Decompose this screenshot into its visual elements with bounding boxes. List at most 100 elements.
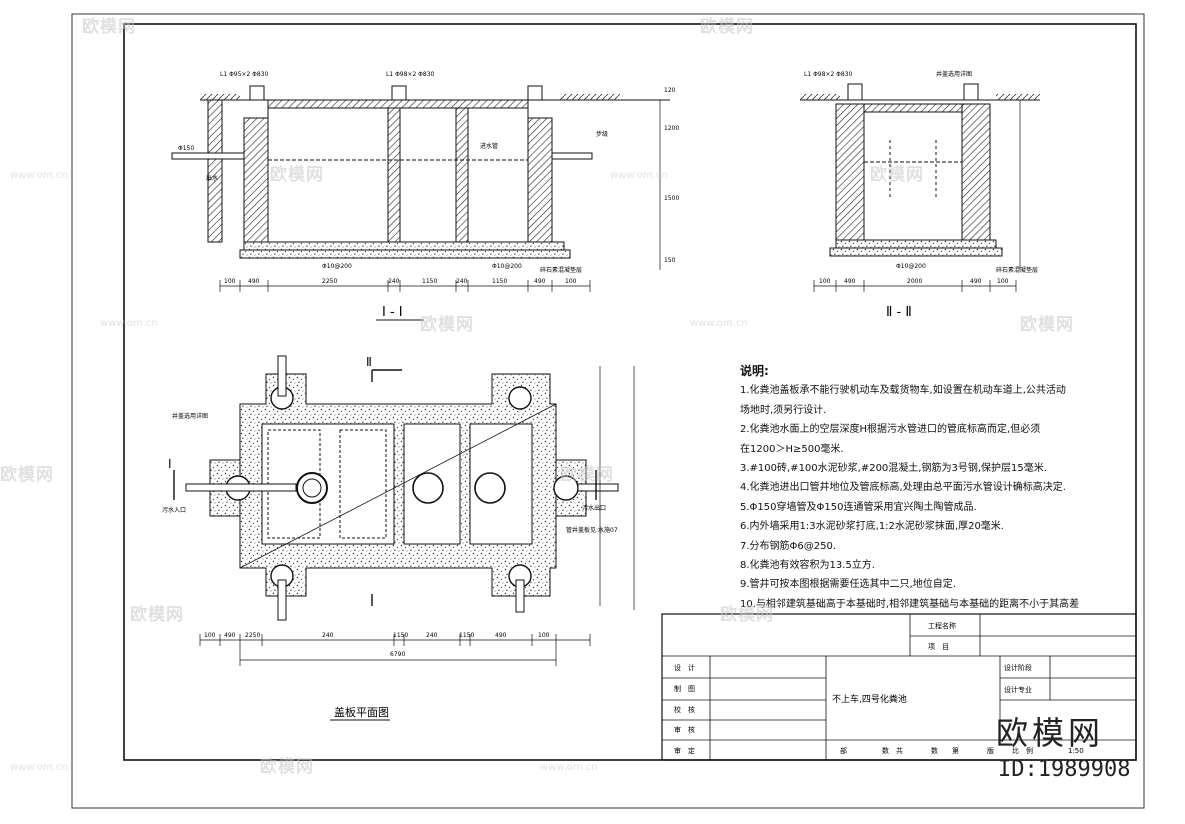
dim-label: 240 <box>426 632 438 639</box>
rebar-2: Φ10@200 <box>492 263 522 270</box>
note-line: 在1200＞H≥500毫米. <box>740 443 844 455</box>
dim-label: 100 <box>997 278 1009 285</box>
note-line: 5.Φ150穿墙管及Φ150连通管采用宜兴陶土陶管成品. <box>740 501 977 513</box>
lid-ref-3: L1 Φ98×2 Φ830 <box>804 71 853 78</box>
watermark: 欧模网 <box>870 165 924 185</box>
manhole-detail-1: 井盖选用详图 <box>936 70 972 78</box>
dim-label: 490 <box>224 632 236 639</box>
section-2-drawing <box>800 83 1040 292</box>
elev-2: 1500 <box>664 195 679 202</box>
note-line: 10.与相邻建筑基础高于本基础时,相邻建筑基础与本基础的距离不小于其高差 <box>740 598 1080 610</box>
note-line: 8.化粪池有效容积为13.5立方. <box>740 560 875 572</box>
inner-frame <box>123 23 1137 761</box>
dim-label: 1150 <box>459 632 474 639</box>
watermark-url: www.om.cn <box>10 762 68 773</box>
watermark-url: www.om.cn <box>540 762 598 773</box>
watermark: 欧模网 <box>1020 315 1074 335</box>
rebar-1: Φ10@200 <box>322 263 352 270</box>
watermark-url: www.om.cn <box>100 318 158 329</box>
note-line: 场地时,须另行设计. <box>740 404 827 416</box>
manhole-detail-2: 井盖选用详图 <box>172 412 208 420</box>
dim-label: 100 <box>565 278 577 285</box>
brand-id: ID:1989908 <box>998 757 1131 782</box>
plan-drawing <box>173 355 635 666</box>
title-block-rows: 设 计制 图校 核审 核审 定 <box>674 663 695 755</box>
title-block-footer-cell: 共 数 <box>896 746 938 755</box>
title-block-footer-cell: 1:50 <box>1068 747 1084 755</box>
lid-ref-2: L1 Φ98×2 Φ830 <box>386 71 435 78</box>
dim-label: 240 <box>388 278 400 285</box>
outlet-plan-label: 污水出口 <box>582 504 606 512</box>
notes-title: 说明: <box>740 364 769 378</box>
step-label: 步级 <box>596 130 608 138</box>
elev-top: 120 <box>664 87 676 94</box>
watermark: 欧模网 <box>700 17 754 37</box>
outer-frame <box>71 13 1145 809</box>
dim-label: 2250 <box>322 278 337 285</box>
title-block-footer-cell: 第 版 <box>952 746 994 755</box>
dim-label: 1150 <box>422 278 437 285</box>
watermark-url: www.om.cn <box>610 170 668 181</box>
note-line: 2.化粪池水面上的空层深度H根据污水管进口的管底标高而定,但必须 <box>740 424 1041 436</box>
note-line: 6.内外墙采用1:3水泥砂浆打底,1:2水泥砂浆抹面,厚20毫米. <box>740 521 1004 533</box>
dim-label: 100 <box>224 278 236 285</box>
title-block-row-label: 设 计 <box>674 663 695 672</box>
watermark-url: www.om.cn <box>690 318 748 329</box>
title-block-row-label: 校 核 <box>674 705 695 714</box>
watermark: 欧模网 <box>260 757 314 777</box>
note-line: 3.#100砖,#100水泥砂浆,#200混凝土,钢筋为3号钢,保护层15毫米. <box>740 463 1047 475</box>
project-name-label: 工程名称 <box>928 621 956 630</box>
rebar-3: Φ10@200 <box>896 263 926 270</box>
title-block-footer-cell: 比 例 <box>1012 746 1033 755</box>
watermark: 欧模网 <box>0 465 54 485</box>
plan-note: 管井盖板见:水施07 <box>566 526 618 534</box>
watermark: 欧模网 <box>82 17 136 37</box>
plan-title: 盖板平面图 <box>334 705 389 719</box>
design-major-label: 设计专业 <box>1004 685 1032 694</box>
section-2-label: Ⅱ - Ⅱ <box>886 305 912 320</box>
note-line: 4.化粪池进出口管井地位及管底标高,处理由总平面污水管设计确标高决定. <box>740 482 1066 494</box>
elev-1: 1200 <box>664 125 679 132</box>
inlet-plan-label: 污水入口 <box>162 506 186 514</box>
drawing-title: 不上车,四号化粪池 <box>832 693 907 705</box>
lid-ref-1: L1 Φ95×2 Φ830 <box>220 71 269 78</box>
dim-label: 100 <box>204 632 216 639</box>
watermark-url: www.om.cn <box>10 170 68 181</box>
dim-label: 1150 <box>393 632 408 639</box>
title-block-footer-cell: 部 数 <box>840 746 889 755</box>
plan-total-dim: 6790 <box>390 651 405 658</box>
watermark: 欧模网 <box>560 465 614 485</box>
connector-label: 进水管 <box>480 142 498 150</box>
title-block-footer: 部 数共 数 第 版 比 例 1:50 <box>840 746 1084 755</box>
watermark: 欧模网 <box>420 315 474 335</box>
bottom-note-1: 碎石素混凝垫层 <box>540 266 582 274</box>
note-line: 9.管井可按本图根据需要任选其中二只,地位自定. <box>740 579 956 591</box>
title-block-row-label: 审 核 <box>674 725 695 734</box>
dim-label: 2250 <box>245 632 260 639</box>
dim-label: 100 <box>538 632 550 639</box>
title-block <box>661 613 1137 761</box>
dim-label: 490 <box>970 278 982 285</box>
title-block-row-label: 审 定 <box>674 746 695 755</box>
dim-label: 490 <box>248 278 260 285</box>
elev-3: 150 <box>664 257 676 264</box>
brand-logo: 欧模网 <box>996 714 1105 752</box>
design-notes: 说明: 1.化粪池盖板承不能行驶机动车及载货物车,如设置在机动车道上,公共活动 … <box>740 362 1080 614</box>
section-1-label: Ⅰ - Ⅰ <box>382 305 403 320</box>
note-line: 7.分布钢筋Φ6@250. <box>740 540 837 552</box>
dim-label: 240 <box>322 632 334 639</box>
bottom-note-2: 碎石素混凝垫层 <box>996 266 1038 274</box>
dim-label: 240 <box>456 278 468 285</box>
section-1-drawing <box>171 85 670 292</box>
dim-label: 490 <box>534 278 546 285</box>
outlet-label: 出水 <box>206 174 218 182</box>
dim-label: 100 <box>819 278 831 285</box>
note-line: 1.化粪池盖板承不能行驶机动车及载货物车,如设置在机动车道上,公共活动 <box>740 385 1066 397</box>
title-block-row-label: 制 图 <box>674 684 695 693</box>
item-label: 项 目 <box>928 643 949 651</box>
watermark: 欧模网 <box>720 605 774 625</box>
